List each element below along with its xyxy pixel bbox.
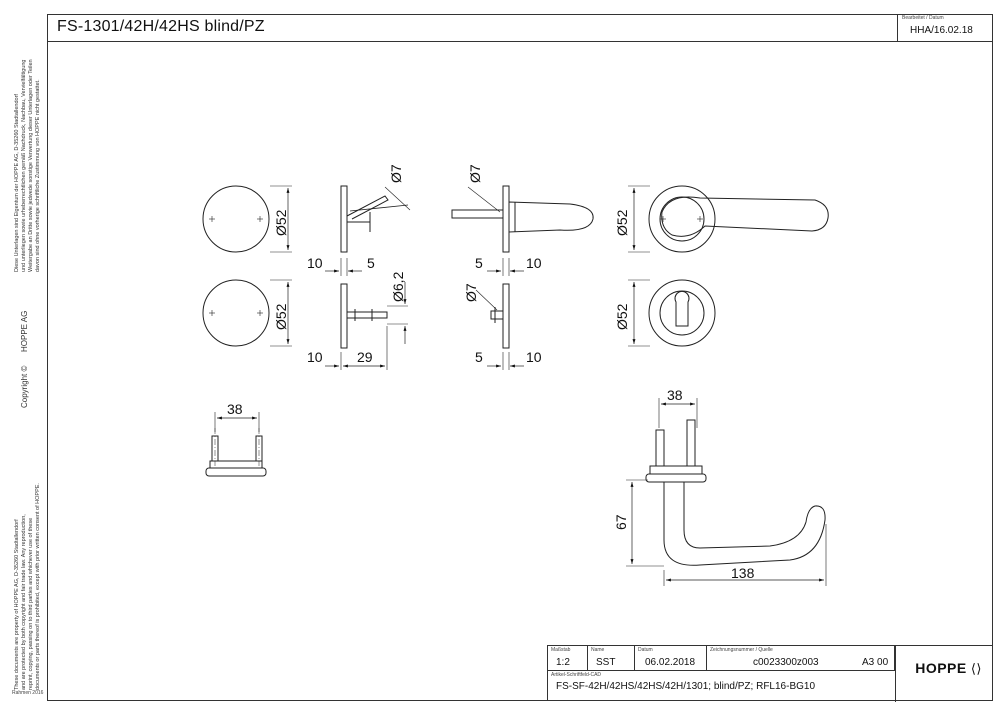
- date-value: 06.02.2018: [645, 657, 696, 668]
- drawing-number-label: Zeichnungsnummer / Quelle: [710, 647, 773, 653]
- lever-side-elevation: [645, 419, 826, 566]
- article-cell: Artikel-Schriftfeld-CAD FS-SF-42H/42HS/4…: [548, 670, 895, 702]
- side-view-top-right: [451, 185, 594, 253]
- logo-cell: HOPPE ⟨⟩: [895, 646, 994, 702]
- dim-d52-bottom-left: Ø52: [273, 303, 289, 330]
- dim-67: 67: [613, 514, 629, 530]
- name-label: Name: [591, 647, 605, 653]
- scale-label: Maßstab: [551, 647, 571, 653]
- scale-cell: Maßstab 1:2: [548, 646, 588, 670]
- date-cell: Datum 06.02.2018: [635, 646, 707, 670]
- hoppe-logo-mark-icon: ⟨⟩: [966, 661, 982, 676]
- name-value: SST: [596, 657, 616, 668]
- dim-d7-bottom-right: Ø7: [463, 283, 479, 302]
- frame-note: Rahmen 2016: [12, 690, 44, 696]
- side-view-top-left: [340, 185, 411, 253]
- dim-d52-top-left: Ø52: [273, 209, 289, 236]
- lever-front-view: [648, 185, 829, 253]
- drawing-title: FS-1301/42H/42HS blind/PZ: [57, 18, 265, 35]
- dim-38-pin-base: 38: [227, 401, 243, 417]
- cylinder-rosette-front: [648, 279, 716, 347]
- article-label: Artikel-Schriftfeld-CAD: [551, 672, 602, 678]
- edited-date-label: Bearbeitet / Datum: [902, 15, 944, 21]
- name-cell: Name SST: [588, 646, 635, 670]
- dim-d52-cylinder: Ø52: [614, 303, 630, 330]
- rosette-front-top-left: [202, 185, 270, 253]
- scale-value: 1:2: [556, 657, 570, 668]
- dim-5-bottom-right: 5: [475, 349, 483, 365]
- drawing-header: FS-1301/42H/42HS blind/PZ Bearbeitet / D…: [47, 14, 993, 42]
- dim-10-top-right: 10: [526, 255, 542, 271]
- drawing-number-cell: Zeichnungsnummer / Quelle c0023300z003 A…: [707, 646, 895, 670]
- dim-d62: Ø6,2: [390, 271, 406, 302]
- dim-10-bottom-right: 10: [526, 349, 542, 365]
- dim-10-bottom-left: 10: [307, 349, 323, 365]
- article-value: FS-SF-42H/42HS/42HS/42H/1301; blind/PZ; …: [556, 681, 816, 692]
- edited-date-value: HHA/16.02.18: [910, 25, 973, 36]
- title-block: Maßstab 1:2 Name SST Datum 06.02.2018 Ze…: [547, 645, 994, 702]
- format-value: A3 00: [862, 657, 889, 668]
- dim-38-lever: 38: [667, 387, 683, 403]
- edited-date-box: Bearbeitet / Datum HHA/16.02.18: [897, 14, 993, 41]
- side-view-bottom-right: [475, 283, 510, 349]
- pin-base-view: [205, 428, 267, 477]
- side-view-bottom-left: [340, 283, 408, 349]
- date-label: Datum: [638, 647, 653, 653]
- dim-138: 138: [731, 565, 755, 581]
- dim-5-top-right: 5: [475, 255, 483, 271]
- dim-d7-top-right: Ø7: [467, 164, 483, 183]
- hoppe-logo-text: HOPPE: [915, 660, 967, 676]
- dim-d7-top-left: Ø7: [388, 164, 404, 183]
- dim-10-top-left: 10: [307, 255, 323, 271]
- dim-d52-lever: Ø52: [614, 209, 630, 236]
- dim-29: 29: [357, 349, 373, 365]
- drawing-number-value: c0023300z003: [753, 657, 819, 668]
- dim-5-top-left: 5: [367, 255, 375, 271]
- drawing-frame: [47, 14, 993, 701]
- hoppe-logo: HOPPE ⟨⟩: [915, 660, 982, 677]
- rosette-front-bottom-left: [202, 279, 270, 347]
